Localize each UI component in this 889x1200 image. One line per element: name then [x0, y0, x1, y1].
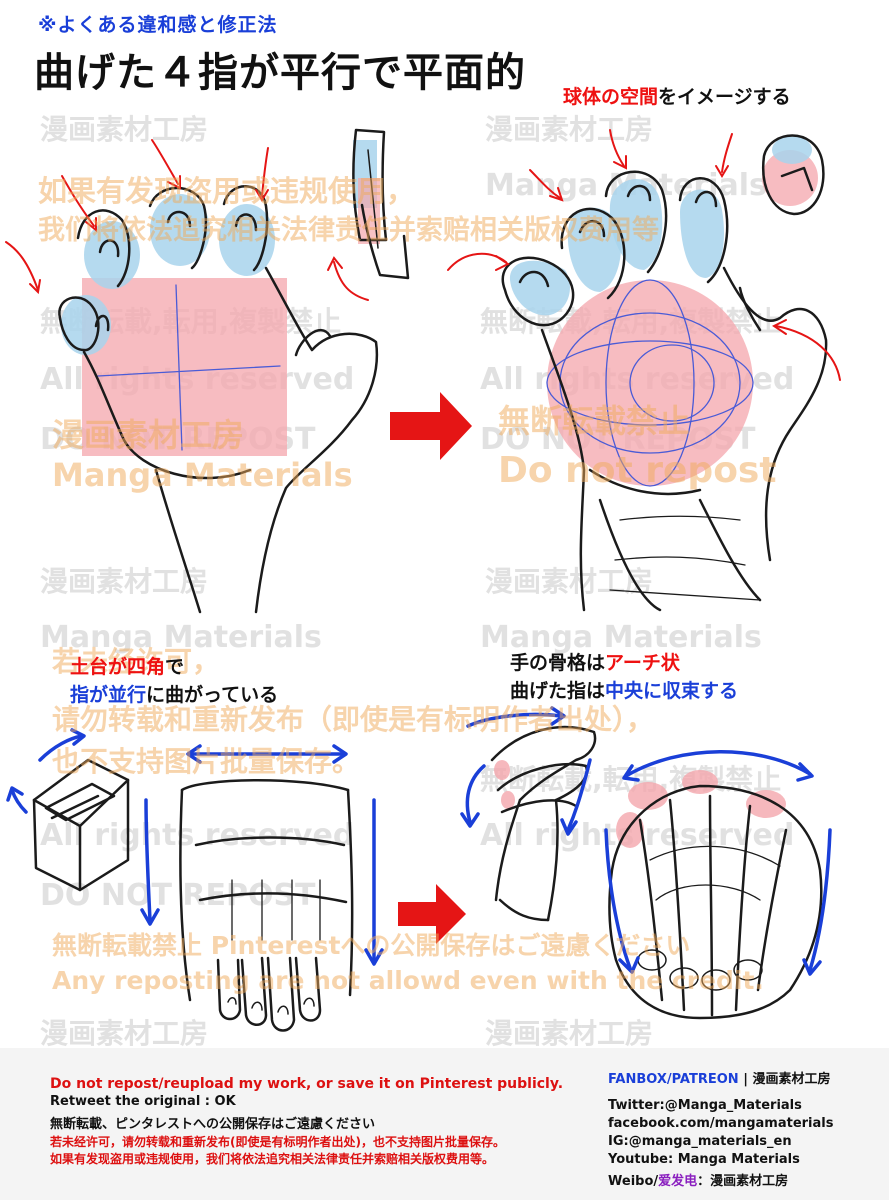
caption-parallel-highlight: 指が並行 [70, 684, 147, 706]
watermark-orange-en: Manga Materials [52, 456, 353, 494]
footer-notice-en: Do not repost/reupload my work, or save … [50, 1076, 564, 1092]
watermark-orange-cn3: 若未经许可， [52, 645, 221, 678]
watermark-gray-en-2: Manga Materials [40, 620, 322, 655]
footer-notice-cn1: 若未经许可，请勿转载和重新发布(即使是有标明作者出处)，也不支持图片批量保存。 [50, 1135, 505, 1149]
watermark-orange-en2: Any reposting are not allowd even with t… [52, 966, 764, 995]
caption-converge-lead: 曲げた指は [510, 680, 606, 702]
caption-sphere-rest: をイメージする [658, 86, 791, 108]
watermark-orange-jp2: 無断転載禁止 Pinterestへの公開保存はご遠慮ください [52, 931, 691, 960]
footer: Do not repost/reupload my work, or save … [0, 1048, 889, 1200]
watermark-gray-rights-2: All rights reserved [40, 818, 355, 853]
subtitle: ※よくある違和感と修正法 [38, 14, 278, 36]
hand-flat-incorrect [58, 128, 410, 614]
caption-parallel-line2: 指が並行に曲がっている [70, 680, 278, 707]
watermark-gray-en-2-right: Manga Materials [480, 620, 762, 655]
caption-arch-lead: 手の骨格は [510, 652, 606, 674]
hand-arch-correct [490, 725, 823, 1020]
footer-notice-jp: 無断転載、ピンタレストへの公開保存はご遠慮ください [50, 1117, 376, 1132]
watermark-orange-cn5: 也不支持图片批量保存。 [52, 745, 361, 778]
fanbox-link[interactable]: FANBOX/PATREON | 漫画素材工房 [608, 1068, 831, 1087]
caption-arch-highlight: アーチ状 [605, 652, 680, 674]
weibo-prefix: Weibo/ [608, 1174, 659, 1189]
right-arrow-top [390, 392, 472, 460]
caption-sphere-highlight: 球体の空間 [563, 86, 659, 108]
twitter-link[interactable]: Twitter:@Manga_Materials [608, 1098, 802, 1113]
watermark-gray-jp-right: 漫画素材工房 [485, 113, 654, 146]
right-arrow-bottom [398, 884, 466, 944]
weibo-name: 爱发电 [658, 1174, 698, 1189]
caption-converge-highlight: 中央に収束する [605, 680, 739, 702]
watermark-gray-norepost-2: DO NOT REPOST [40, 878, 316, 913]
hand-sphere-correct [501, 134, 828, 612]
caption-arch-line1: 手の骨格はアーチ状 [510, 648, 680, 675]
watermark-gray-jp-3-right: 漫画素材工房 [485, 1017, 654, 1050]
watermark-gray-jp-2-right: 漫画素材工房 [485, 565, 654, 598]
page-title: 曲げた４指が平行で平面的 [34, 50, 526, 96]
caption-converge-line2: 曲げた指は中央に収束する [510, 676, 738, 703]
watermark-orange-cn1: 如果有发现盗用或违规使用， [38, 174, 416, 208]
facebook-link[interactable]: facebook.com/mangamaterials [608, 1116, 834, 1131]
blue-direction-arrows [6, 706, 832, 976]
weibo-suffix: ：漫画素材工房 [697, 1174, 789, 1189]
watermark-orange-ban: 無断転載禁止 [498, 402, 691, 440]
footer-notice-cn2: 如果有发现盗用或违规使用，我们将依法追究相关法律责任并索赔相关版权费用等。 [50, 1152, 495, 1166]
watermark-orange-dnr: Do not repost [498, 450, 777, 491]
fanbox-label: FANBOX/PATREON [608, 1072, 739, 1087]
weibo-link[interactable]: Weibo/爱发电：漫画素材工房 [608, 1170, 788, 1189]
hand-block-incorrect [32, 758, 354, 1032]
caption-block-rest: で [165, 656, 185, 678]
fanbox-name: 漫画素材工房 [752, 1072, 831, 1087]
watermark-gray-jp-2: 漫画素材工房 [40, 565, 209, 598]
watermark-orange-cn2: 我们将依法追究相关法律责任并索赔相关版权费用等 [38, 215, 659, 246]
red-curve-arrows [5, 129, 841, 381]
caption-parallel-rest: に曲がっている [146, 684, 279, 706]
watermark-orange-jp: 漫画素材工房 [52, 416, 245, 454]
fanbox-sep: | [738, 1072, 753, 1087]
footer-retweet-ok: Retweet the original : OK [50, 1094, 236, 1109]
caption-sphere: 球体の空間をイメージする [563, 82, 791, 109]
caption-block-line1: 土台が四角で [70, 652, 184, 679]
instagram-link[interactable]: IG:@manga_materials_en [608, 1134, 792, 1149]
youtube-link[interactable]: Youtube: Manga Materials [608, 1152, 800, 1167]
watermark-gray-jp-3: 漫画素材工房 [40, 1017, 209, 1050]
watermark-gray-jp: 漫画素材工房 [40, 113, 209, 146]
caption-block-highlight: 土台が四角 [70, 656, 166, 678]
watermark-orange-cn4: 请勿转载和重新发布（即使是有标明作者出处）， [52, 703, 655, 736]
